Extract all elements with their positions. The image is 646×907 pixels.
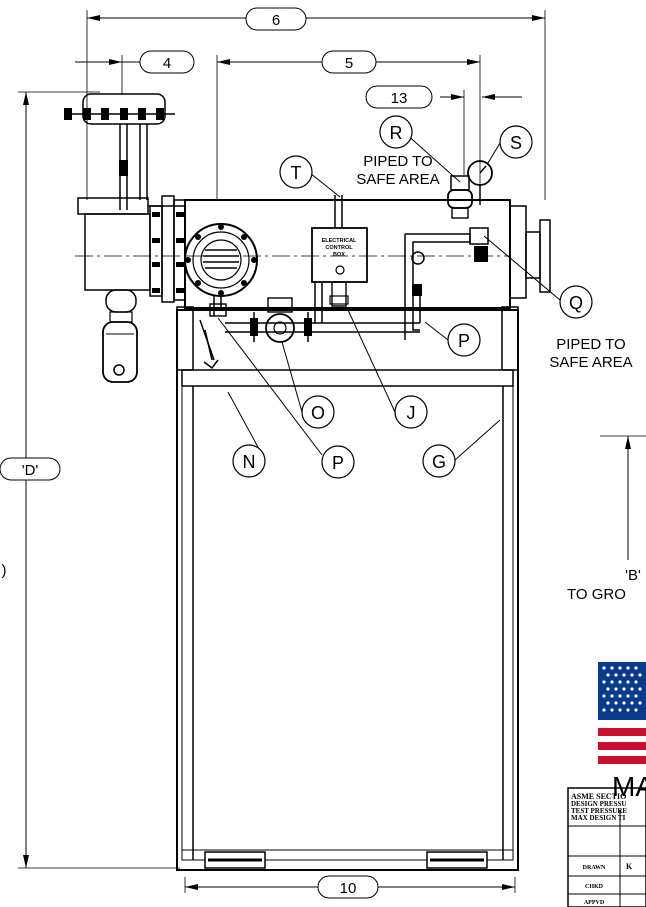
dimension-10: 10	[184, 875, 516, 899]
note-piped-right-1: PIPED TO	[556, 336, 625, 353]
callout-g: G	[432, 452, 446, 472]
control-box-line3: BOX	[333, 252, 345, 258]
title-block: ASME SECTIO DESIGN PRESSU TEST PRESSURE …	[567, 787, 646, 907]
dimension-6: 6	[86, 7, 546, 200]
tb-drawn-label: DRAWN	[583, 865, 606, 871]
dim-10-label: 10	[340, 880, 357, 897]
tb-drawn-value: K	[626, 862, 633, 871]
relief-valve-and-gauge	[447, 160, 493, 262]
dimension-d: 'D' )	[0, 91, 180, 869]
dim-4-label: 4	[163, 55, 171, 72]
piping	[199, 233, 471, 370]
tb-chkd-label: CHKD	[585, 884, 604, 890]
dimension-4: 4	[75, 50, 195, 95]
dim-d-label: 'D'	[22, 462, 39, 479]
notes: PIPED TO SAFE AREA PIPED TO SAFE AREA 'B…	[356, 153, 646, 603]
note-ground-to: TO GRO	[567, 586, 626, 603]
tb-design-pressure: DESIGN PRESSU	[571, 800, 626, 808]
callout-q: Q	[569, 293, 583, 313]
maker-logo-text: MA	[612, 771, 646, 802]
tb-test-pressure: TEST PRESSURE	[571, 807, 627, 815]
control-box-line1: ELECTRICAL	[322, 238, 357, 244]
callout-p-lower: P	[332, 453, 344, 473]
tb-max-design: MAX DESIGN TI	[571, 814, 626, 822]
tb-asme: ASME SECTIO	[571, 792, 626, 801]
control-box-line2: CONTROL	[325, 245, 353, 251]
callout-j: J	[407, 403, 416, 423]
note-piped-top-2: SAFE AREA	[356, 171, 439, 188]
dim-6-label: 6	[272, 12, 280, 29]
callouts: R S T Q P O J N P G	[217, 115, 593, 479]
dimension-5: 5	[216, 50, 481, 200]
us-flag-logo: MA	[598, 662, 646, 802]
dim-13-label: 13	[391, 90, 408, 107]
note-piped-right-2: SAFE AREA	[549, 354, 632, 371]
main-vessel	[149, 195, 551, 316]
dim-5-label: 5	[345, 55, 353, 72]
electrical-control-box: ELECTRICAL CONTROL BOX	[311, 195, 368, 307]
dimension-13: 13	[365, 85, 522, 175]
dim-left-partial: )	[2, 562, 7, 579]
callout-r: R	[390, 123, 403, 143]
tb-appvd-label: APPVD	[584, 900, 605, 906]
note-ground-b: 'B'	[625, 567, 641, 584]
actuator-assembly	[64, 93, 185, 383]
callout-s: S	[510, 133, 522, 153]
note-piped-top-1: PIPED TO	[363, 153, 432, 170]
callout-p-right: P	[458, 331, 470, 351]
support-frame	[176, 306, 519, 871]
callout-n: N	[243, 452, 256, 472]
callout-t: T	[291, 163, 302, 183]
callout-o: O	[311, 403, 325, 423]
